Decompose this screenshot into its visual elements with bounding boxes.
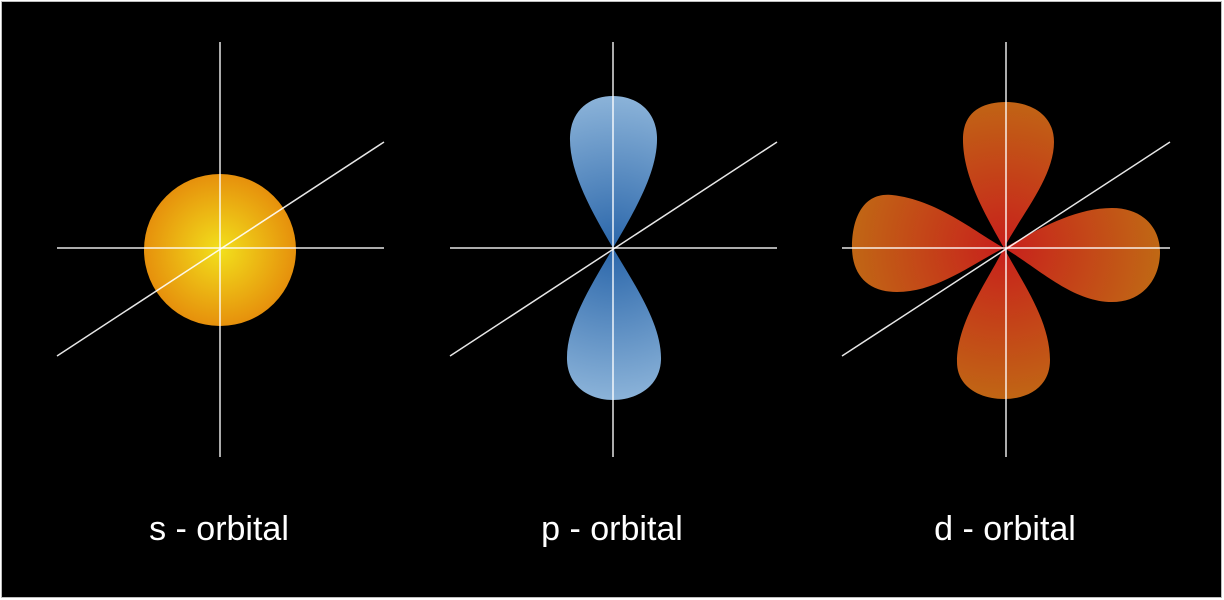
d-orbital-label: d - orbital: [934, 510, 1076, 548]
d-orbital-depth-axis: [841, 141, 1171, 357]
s-orbital-group: [56, 42, 385, 457]
d-orbital-lower-lobe: [957, 248, 1050, 399]
s-orbital-depth-axis: [56, 141, 385, 357]
d-orbital-left-lobe: [852, 194, 1004, 292]
p-orbital-group: [449, 42, 778, 457]
s-orbital-label: s - orbital: [149, 510, 289, 548]
p-orbital-label: p - orbital: [541, 510, 683, 548]
d-orbital-upper-lobe: [962, 102, 1054, 248]
p-orbital-depth-axis: [449, 141, 778, 357]
p-orbital-lower-lobe: [566, 248, 662, 400]
d-orbital-group: [841, 42, 1171, 457]
d-orbital-right-lobe: [1004, 208, 1160, 302]
